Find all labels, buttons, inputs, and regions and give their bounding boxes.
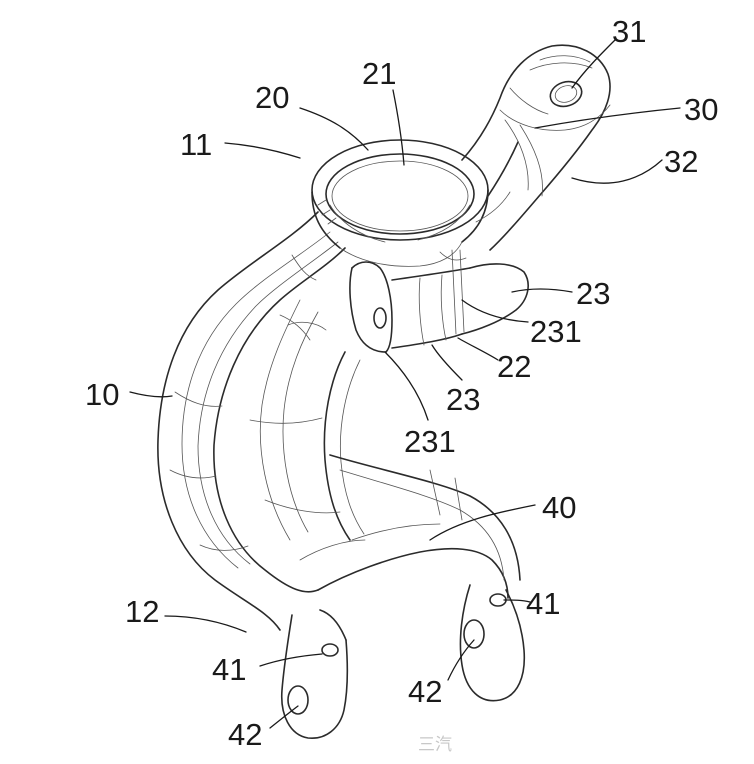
label-32: 32 bbox=[664, 144, 698, 179]
label-23-lower: 23 bbox=[446, 382, 480, 417]
label-31: 31 bbox=[612, 14, 646, 49]
label-22: 22 bbox=[497, 349, 531, 384]
label-10: 10 bbox=[85, 377, 119, 412]
label-231-upper: 231 bbox=[530, 314, 582, 349]
label-30: 30 bbox=[684, 92, 718, 127]
label-42-left: 42 bbox=[228, 717, 262, 752]
lower-yoke-40 bbox=[280, 454, 526, 739]
arm-body-10 bbox=[157, 211, 346, 631]
watermark: 三汽 bbox=[418, 735, 452, 755]
label-20: 20 bbox=[255, 80, 289, 115]
label-11: 11 bbox=[180, 127, 212, 162]
label-42-right: 42 bbox=[408, 674, 442, 709]
label-41-left: 41 bbox=[212, 652, 246, 687]
upper-arm-30 bbox=[461, 44, 611, 251]
label-231-lower: 231 bbox=[404, 424, 456, 459]
leader-lines bbox=[129, 39, 681, 729]
label-12: 12 bbox=[125, 594, 159, 629]
label-41-right: 41 bbox=[526, 586, 560, 621]
reference-labels: 31 20 21 30 11 32 23 231 22 23 10 231 40… bbox=[85, 14, 718, 752]
label-40: 40 bbox=[542, 490, 576, 525]
label-23-upper: 23 bbox=[576, 276, 610, 311]
label-21: 21 bbox=[362, 56, 396, 91]
arm-inner-rib bbox=[249, 351, 366, 561]
clamp-22 bbox=[349, 249, 529, 353]
bearing-housing-20 bbox=[311, 139, 489, 267]
